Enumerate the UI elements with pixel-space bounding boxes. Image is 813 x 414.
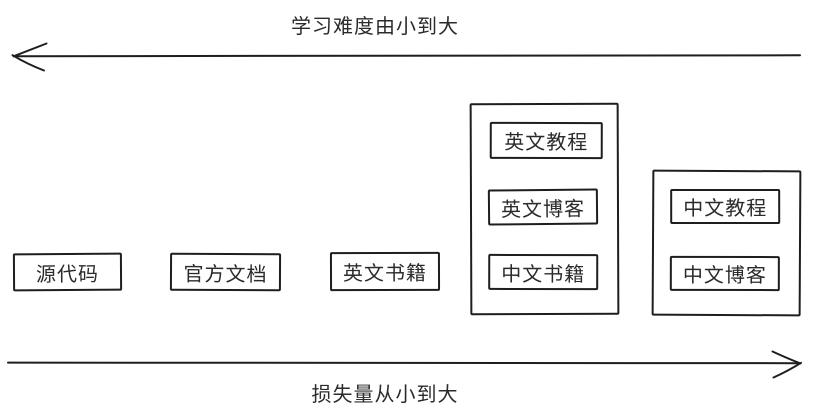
box-english-tutorials: 英文教程 [489, 121, 603, 160]
box-chinese-blogs: 中文博客 [669, 255, 780, 292]
group-box-chinese: 中文教程 中文博客 [651, 169, 802, 317]
box-chinese-books: 中文书籍 [488, 253, 599, 291]
top-axis-label: 学习难度由小到大 [291, 14, 459, 38]
learning-difficulty-arrow-left [11, 42, 801, 72]
bottom-axis-label: 损失量从小到大 [311, 382, 459, 406]
box-english-blogs: 英文博客 [487, 188, 599, 226]
group-box-english-chinese: 英文教程 英文博客 中文书籍 [469, 102, 620, 316]
box-official-docs: 官方文档 [169, 252, 282, 292]
box-english-books: 英文书籍 [329, 251, 441, 292]
box-chinese-tutorials: 中文教程 [670, 188, 781, 225]
loss-amount-arrow-right [7, 350, 802, 379]
box-source-code: 源代码 [12, 252, 123, 292]
